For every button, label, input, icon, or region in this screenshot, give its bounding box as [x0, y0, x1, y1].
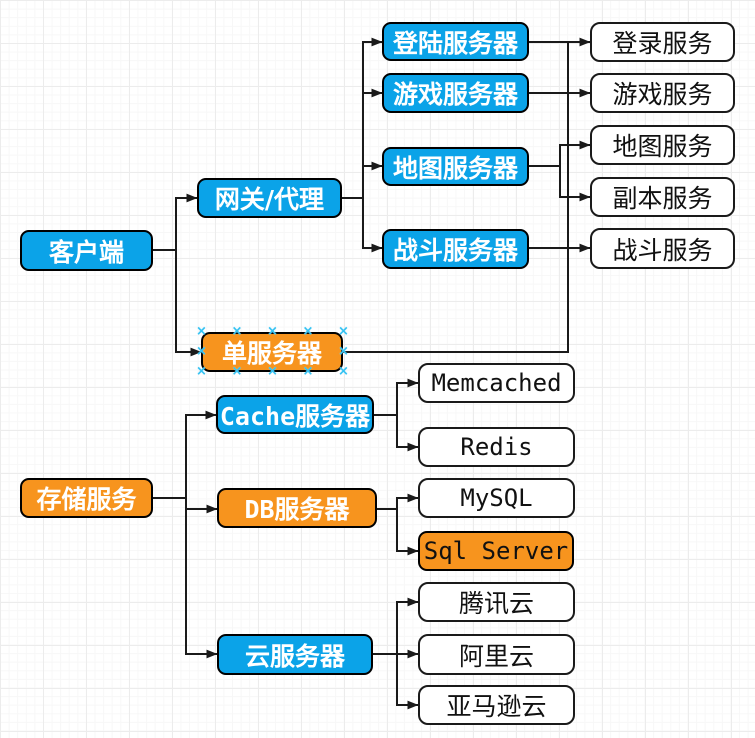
node-game-server[interactable]: 游戏服务器: [382, 73, 529, 113]
edge-db-to-mysql[interactable]: [396, 493, 419, 509]
node-battle-service[interactable]: 战斗服务: [590, 228, 735, 269]
edge-client-to-single-server[interactable]: [175, 250, 202, 357]
node-label: DB服务器: [244, 495, 350, 524]
edge-gateway-to-battle-server[interactable]: [362, 198, 383, 253]
node-label: 游戏服务: [612, 80, 713, 109]
selection-handle[interactable]: ×: [302, 364, 314, 379]
node-label: 地图服务: [612, 132, 713, 161]
selection-handle[interactable]: ×: [196, 364, 207, 379]
selection-handle[interactable]: ×: [196, 324, 207, 339]
node-label: 存储服务: [36, 485, 137, 514]
selection-handle[interactable]: ×: [338, 344, 349, 359]
node-client[interactable]: 客户端: [20, 230, 153, 271]
node-mysql[interactable]: MySQL: [418, 478, 575, 518]
node-label: Sql Server: [423, 537, 569, 565]
node-map-server[interactable]: 地图服务器: [382, 147, 529, 186]
node-label: 游戏服务器: [392, 80, 518, 109]
node-label: 副本服务: [612, 184, 713, 213]
node-login-server[interactable]: 登陆服务器: [382, 22, 529, 61]
edge-storage-to-cache-server[interactable]: [185, 410, 217, 498]
node-sql-server[interactable]: Sql Server: [418, 531, 574, 571]
node-storage-service[interactable]: 存储服务: [20, 478, 153, 518]
node-ali-cloud[interactable]: 阿里云: [418, 634, 575, 675]
node-gateway[interactable]: 网关/代理: [197, 178, 342, 218]
edge-cloud-to-amazon[interactable]: [396, 654, 419, 710]
node-amazon-cloud[interactable]: 亚马逊云: [418, 685, 575, 725]
node-label: 地图服务器: [392, 153, 518, 183]
node-tencent-cloud[interactable]: 腾讯云: [418, 582, 575, 622]
node-single-server[interactable]: 单服务器: [201, 332, 343, 372]
node-label: 客户端: [48, 237, 124, 267]
selection-handle[interactable]: ×: [196, 344, 207, 359]
selection-handle[interactable]: ×: [338, 364, 349, 379]
selection-handle[interactable]: ×: [231, 364, 243, 379]
edge-cloud-to-tencent[interactable]: [396, 597, 419, 654]
node-label: 登录服务: [612, 29, 713, 58]
edge-db-to-sqlserver[interactable]: [396, 509, 419, 556]
node-label: 登陆服务器: [392, 28, 518, 58]
node-label: Redis: [460, 433, 533, 461]
selection-handle[interactable]: ×: [302, 324, 314, 339]
node-game-service[interactable]: 游戏服务: [590, 73, 735, 113]
node-cloud-server[interactable]: 云服务器: [217, 634, 373, 675]
selection-handle[interactable]: ×: [267, 364, 278, 379]
node-label: 亚马逊云: [446, 692, 547, 721]
node-label: 战斗服务: [612, 235, 713, 265]
selection-handle[interactable]: ×: [267, 324, 278, 339]
node-label: 战斗服务器: [392, 236, 518, 265]
node-label: MySQL: [460, 484, 533, 512]
edge-map-server-to-instance-service[interactable]: [559, 166, 591, 202]
edge-client-to-gateway[interactable]: [175, 193, 198, 250]
edge-cache-to-memcached[interactable]: [396, 378, 419, 415]
node-login-service[interactable]: 登录服务: [590, 22, 735, 62]
node-label: 网关/代理: [214, 185, 325, 214]
node-battle-server[interactable]: 战斗服务器: [382, 229, 529, 269]
node-label: 云服务器: [244, 641, 345, 671]
node-label: 阿里云: [458, 641, 534, 671]
selection-handle[interactable]: ×: [231, 324, 243, 339]
node-label: Cache服务器: [219, 401, 371, 431]
node-instance-service[interactable]: 副本服务: [590, 177, 735, 217]
node-label: 单服务器: [221, 339, 322, 368]
node-label: 腾讯云: [458, 589, 534, 618]
edge-gateway-to-login-server[interactable]: [362, 37, 383, 198]
edge-map-server-to-map-service[interactable]: [559, 140, 591, 166]
node-map-service[interactable]: 地图服务: [590, 125, 735, 165]
edge-storage-to-cloud-server[interactable]: [185, 498, 218, 659]
node-memcached[interactable]: Memcached: [418, 363, 575, 403]
node-db-server[interactable]: DB服务器: [217, 488, 377, 528]
edge-cache-to-redis[interactable]: [396, 415, 419, 452]
node-redis[interactable]: Redis: [418, 427, 575, 467]
selection-handle[interactable]: ×: [338, 324, 349, 339]
edge-single-server-bus[interactable]: [343, 42, 569, 353]
node-cache-server[interactable]: Cache服务器: [216, 395, 374, 434]
node-label: Memcached: [431, 369, 562, 397]
